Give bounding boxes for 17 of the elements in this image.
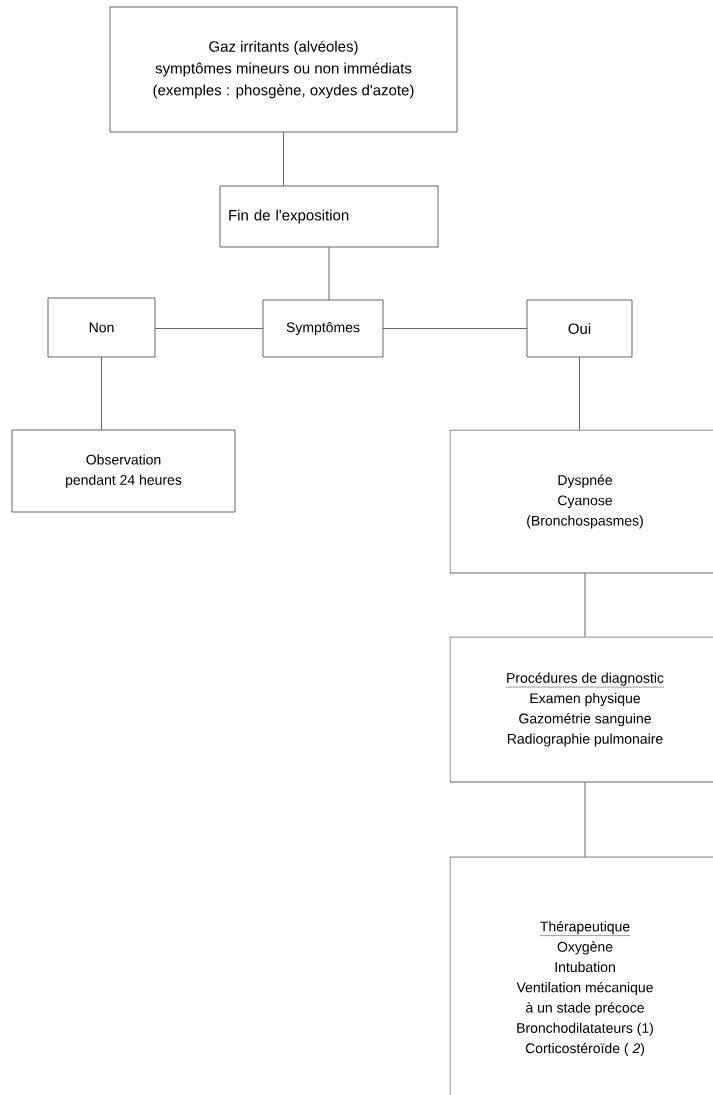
connector-line xyxy=(283,132,284,186)
connector-line xyxy=(584,573,586,637)
flowchart-box: Thérapeutique Oxygène Intubation Ventilation mécanique à un stade précoce Bronchodilatateurs (1) Corticostéroïde ( 2) xyxy=(449,856,713,1095)
flowchart-box: Fin de l'exposition xyxy=(219,185,439,248)
flowchart-box: Gaz irritants (alvéoles) symptômes mineurs ou non immédiats (exemples : phosgène, oxydes d'azote) xyxy=(109,6,458,133)
connector-line xyxy=(383,328,527,329)
connector-line xyxy=(155,328,263,329)
flowchart-box: Oui xyxy=(526,299,633,358)
connector-line xyxy=(584,782,586,857)
flowchart-box: Observation pendant 24 heures xyxy=(11,429,236,513)
connector-line xyxy=(328,247,330,300)
flowchart-box: Symptômes xyxy=(262,299,384,358)
connector-line xyxy=(101,357,102,430)
flowchart-box: Procédures de diagnostic Examen physique Gazométrie sanguine Radiographie pulmonaire xyxy=(449,636,713,783)
flowchart-box: Dyspnée Cyanose (Bronchospasmes) xyxy=(449,429,713,574)
flowchart-box: Non xyxy=(47,297,156,358)
connector-line xyxy=(579,357,580,430)
